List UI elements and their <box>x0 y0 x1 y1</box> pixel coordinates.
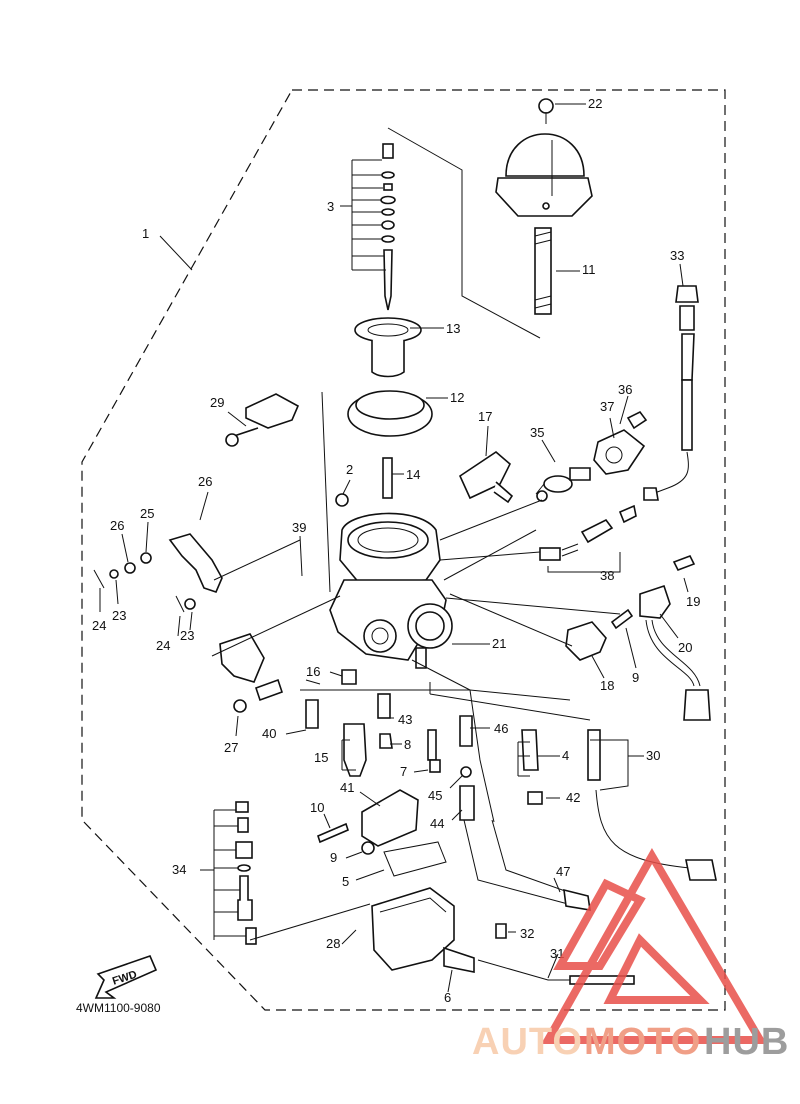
diaphragm-part <box>354 317 422 378</box>
vent-cap-part <box>458 450 514 504</box>
callout-label-27: 27 <box>224 740 238 755</box>
callout-label-19: 19 <box>686 594 700 609</box>
callout-label-6: 6 <box>444 990 451 1005</box>
main-jet-set-part <box>459 715 629 805</box>
callout-label-2: 2 <box>346 462 353 477</box>
leader-lines <box>99 103 689 993</box>
callout-label-20: 20 <box>678 640 692 655</box>
callout-label-29: 29 <box>210 395 224 410</box>
throttle-sensor-part <box>639 554 711 721</box>
diagram-code: 4WM1100-9080 <box>76 1001 161 1015</box>
throttle-lever-part <box>219 633 284 713</box>
callout-label-18: 18 <box>600 678 614 693</box>
cable-end-part <box>685 859 717 881</box>
float-bowl-gasket-part <box>383 841 447 877</box>
callout-label-1: 1 <box>142 226 149 241</box>
callout-label-28: 28 <box>326 936 340 951</box>
mounting-plate-part <box>565 621 607 661</box>
callout-label-39: 39 <box>292 520 306 535</box>
callout-label-10: 10 <box>310 800 324 815</box>
screw-part <box>610 608 634 630</box>
throttle-bracket-part <box>225 393 300 447</box>
float-bowl-part <box>371 887 507 973</box>
callout-label-7: 7 <box>400 764 407 779</box>
top-cap-part <box>495 98 593 217</box>
callout-label-9: 9 <box>632 670 639 685</box>
callout-label-14: 14 <box>406 467 420 482</box>
cable-bracket-part <box>93 533 223 613</box>
carburetor-body-part <box>329 512 453 669</box>
callout-label-42: 42 <box>566 790 580 805</box>
drain-fitting-part <box>459 766 475 821</box>
callout-label-5: 5 <box>342 874 349 889</box>
callout-label-9: 9 <box>330 850 337 865</box>
callout-label-26: 26 <box>110 518 124 533</box>
callout-label-17: 17 <box>478 409 492 424</box>
callout-label-32: 32 <box>520 926 534 941</box>
callout-label-35: 35 <box>530 425 544 440</box>
choke-valve-part <box>535 467 591 502</box>
cable-sleeve-part <box>569 975 635 985</box>
choke-plunger-cover-part <box>593 410 648 475</box>
screw-part <box>335 493 349 507</box>
callout-label-40: 40 <box>262 726 276 741</box>
callout-label-24: 24 <box>92 618 106 633</box>
callout-label-37: 37 <box>600 399 614 414</box>
callout-label-44: 44 <box>430 816 444 831</box>
callout-label-41: 41 <box>340 780 354 795</box>
choke-cable-part <box>643 285 699 501</box>
callout-label-12: 12 <box>450 390 464 405</box>
fwd-arrow-icon <box>94 955 158 999</box>
callout-label-47: 47 <box>556 864 570 879</box>
callout-label-46: 46 <box>494 721 508 736</box>
watermark-text-auto: AUTO <box>472 1021 583 1063</box>
callout-label-38: 38 <box>600 568 614 583</box>
callout-label-8: 8 <box>404 737 411 752</box>
float-pin-part <box>317 822 349 844</box>
callout-label-13: 13 <box>446 321 460 336</box>
callout-label-45: 45 <box>428 788 442 803</box>
callout-label-34: 34 <box>172 862 186 877</box>
pilot-screw-set-part <box>213 801 257 945</box>
needle-set-part <box>340 143 396 311</box>
callout-label-21: 21 <box>492 636 506 651</box>
float-part <box>361 789 419 847</box>
callout-label-3: 3 <box>327 199 334 214</box>
callout-label-16: 16 <box>306 664 320 679</box>
callout-label-24: 24 <box>156 638 170 653</box>
callout-label-15: 15 <box>314 750 328 765</box>
callout-label-22: 22 <box>588 96 602 111</box>
callout-label-30: 30 <box>646 748 660 763</box>
spring-part <box>534 227 552 315</box>
callout-label-43: 43 <box>398 712 412 727</box>
watermark-text-hub: HUB <box>704 1021 789 1063</box>
callout-label-36: 36 <box>618 382 632 397</box>
callout-label-4: 4 <box>562 748 569 763</box>
callout-label-23: 23 <box>112 608 126 623</box>
callout-label-25: 25 <box>140 506 154 521</box>
callout-label-33: 33 <box>670 248 684 263</box>
callout-label-11: 11 <box>582 262 596 277</box>
callout-label-26: 26 <box>198 474 212 489</box>
drain-tube-part <box>463 819 591 911</box>
seal-ring-part <box>347 390 433 437</box>
assembly-boundary <box>81 89 726 1011</box>
screw-part <box>361 841 375 855</box>
automotohub-watermark-logo: AUTO MOTO HUB <box>472 847 789 1063</box>
jet-assembly-part <box>305 669 441 777</box>
needle-valve-part <box>382 457 393 499</box>
idle-adjust-set-part <box>539 504 637 561</box>
throttle-cable-part <box>595 789 691 869</box>
watermark-text-moto: MOTO <box>584 1021 701 1063</box>
callout-label-23: 23 <box>180 628 194 643</box>
